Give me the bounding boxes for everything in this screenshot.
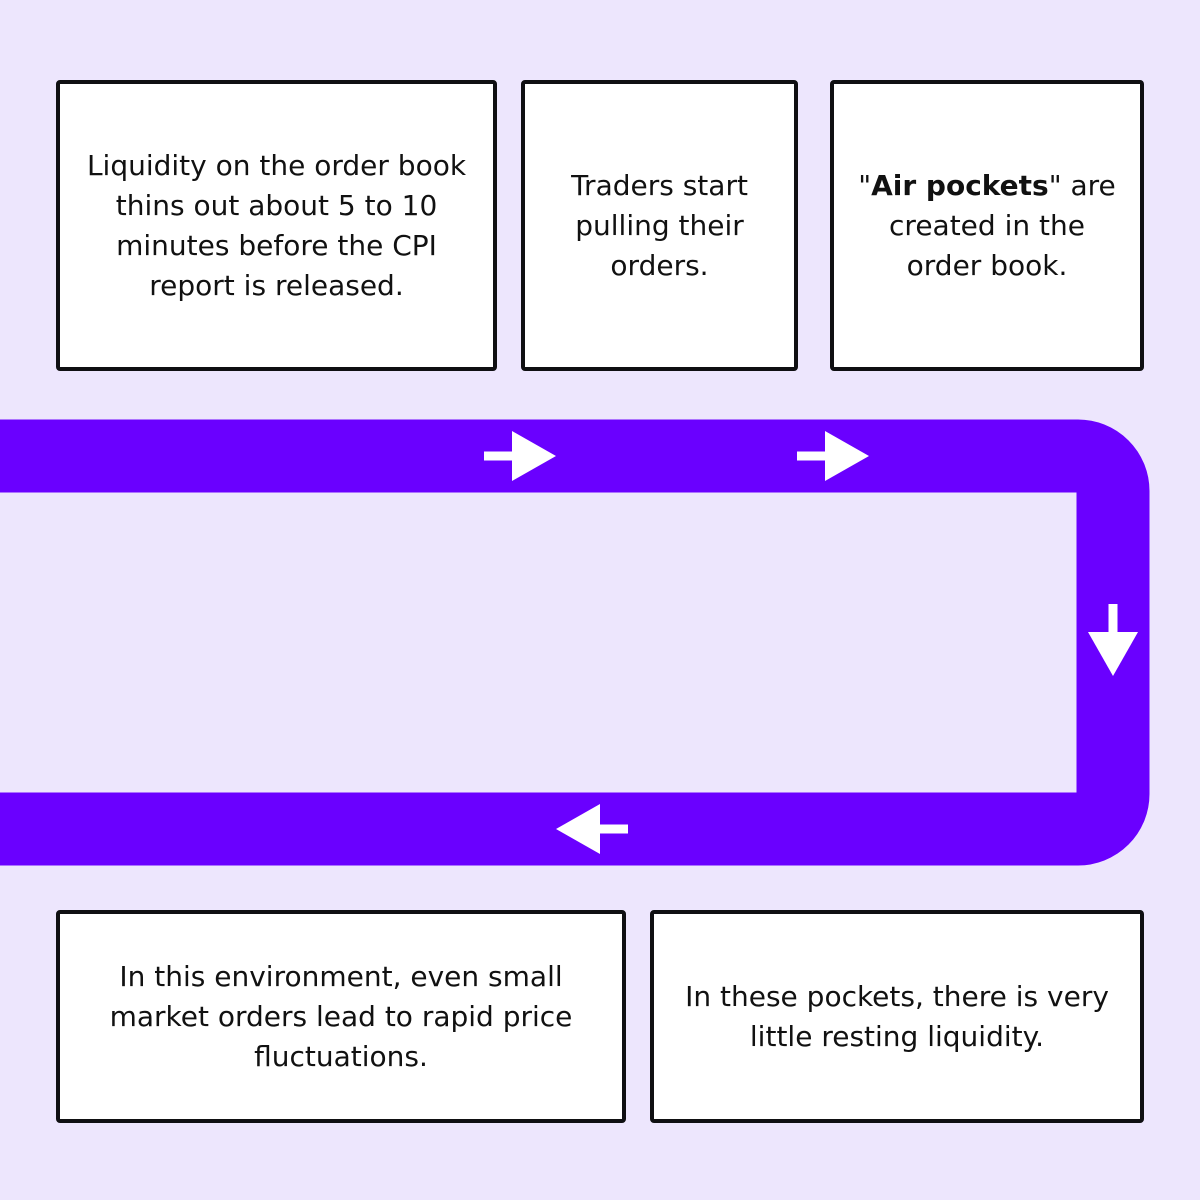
step-box-traders-pull-orders: Traders start pulling their orders. bbox=[521, 80, 798, 371]
right-arrow-icon bbox=[797, 431, 869, 481]
right-arrow-icon bbox=[484, 431, 556, 481]
step-box-air-pockets: "Air pockets" are created in the order b… bbox=[830, 80, 1144, 371]
step-box-rapid-price-fluctuations: In this environment, even small market o… bbox=[56, 910, 626, 1123]
step-text: In this environment, even small market o… bbox=[109, 959, 573, 1073]
quote-mark: " bbox=[858, 168, 872, 202]
step-text-bold: Air pockets bbox=[871, 168, 1049, 202]
step-text: Traders start pulling their orders. bbox=[571, 168, 748, 282]
step-text: Liquidity on the order book thins out ab… bbox=[86, 148, 467, 302]
step-text: "Air pockets" are created in the order b… bbox=[856, 166, 1118, 286]
left-arrow-icon bbox=[556, 804, 628, 854]
down-arrow-icon bbox=[1088, 604, 1138, 676]
step-box-liquidity-thins: Liquidity on the order book thins out ab… bbox=[56, 80, 497, 371]
flow-path bbox=[0, 419, 1150, 866]
step-box-little-resting-liquidity: In these pockets, there is very little r… bbox=[650, 910, 1144, 1123]
step-text: In these pockets, there is very little r… bbox=[685, 979, 1109, 1053]
step-text-rest: " are created in the order book. bbox=[889, 168, 1116, 282]
